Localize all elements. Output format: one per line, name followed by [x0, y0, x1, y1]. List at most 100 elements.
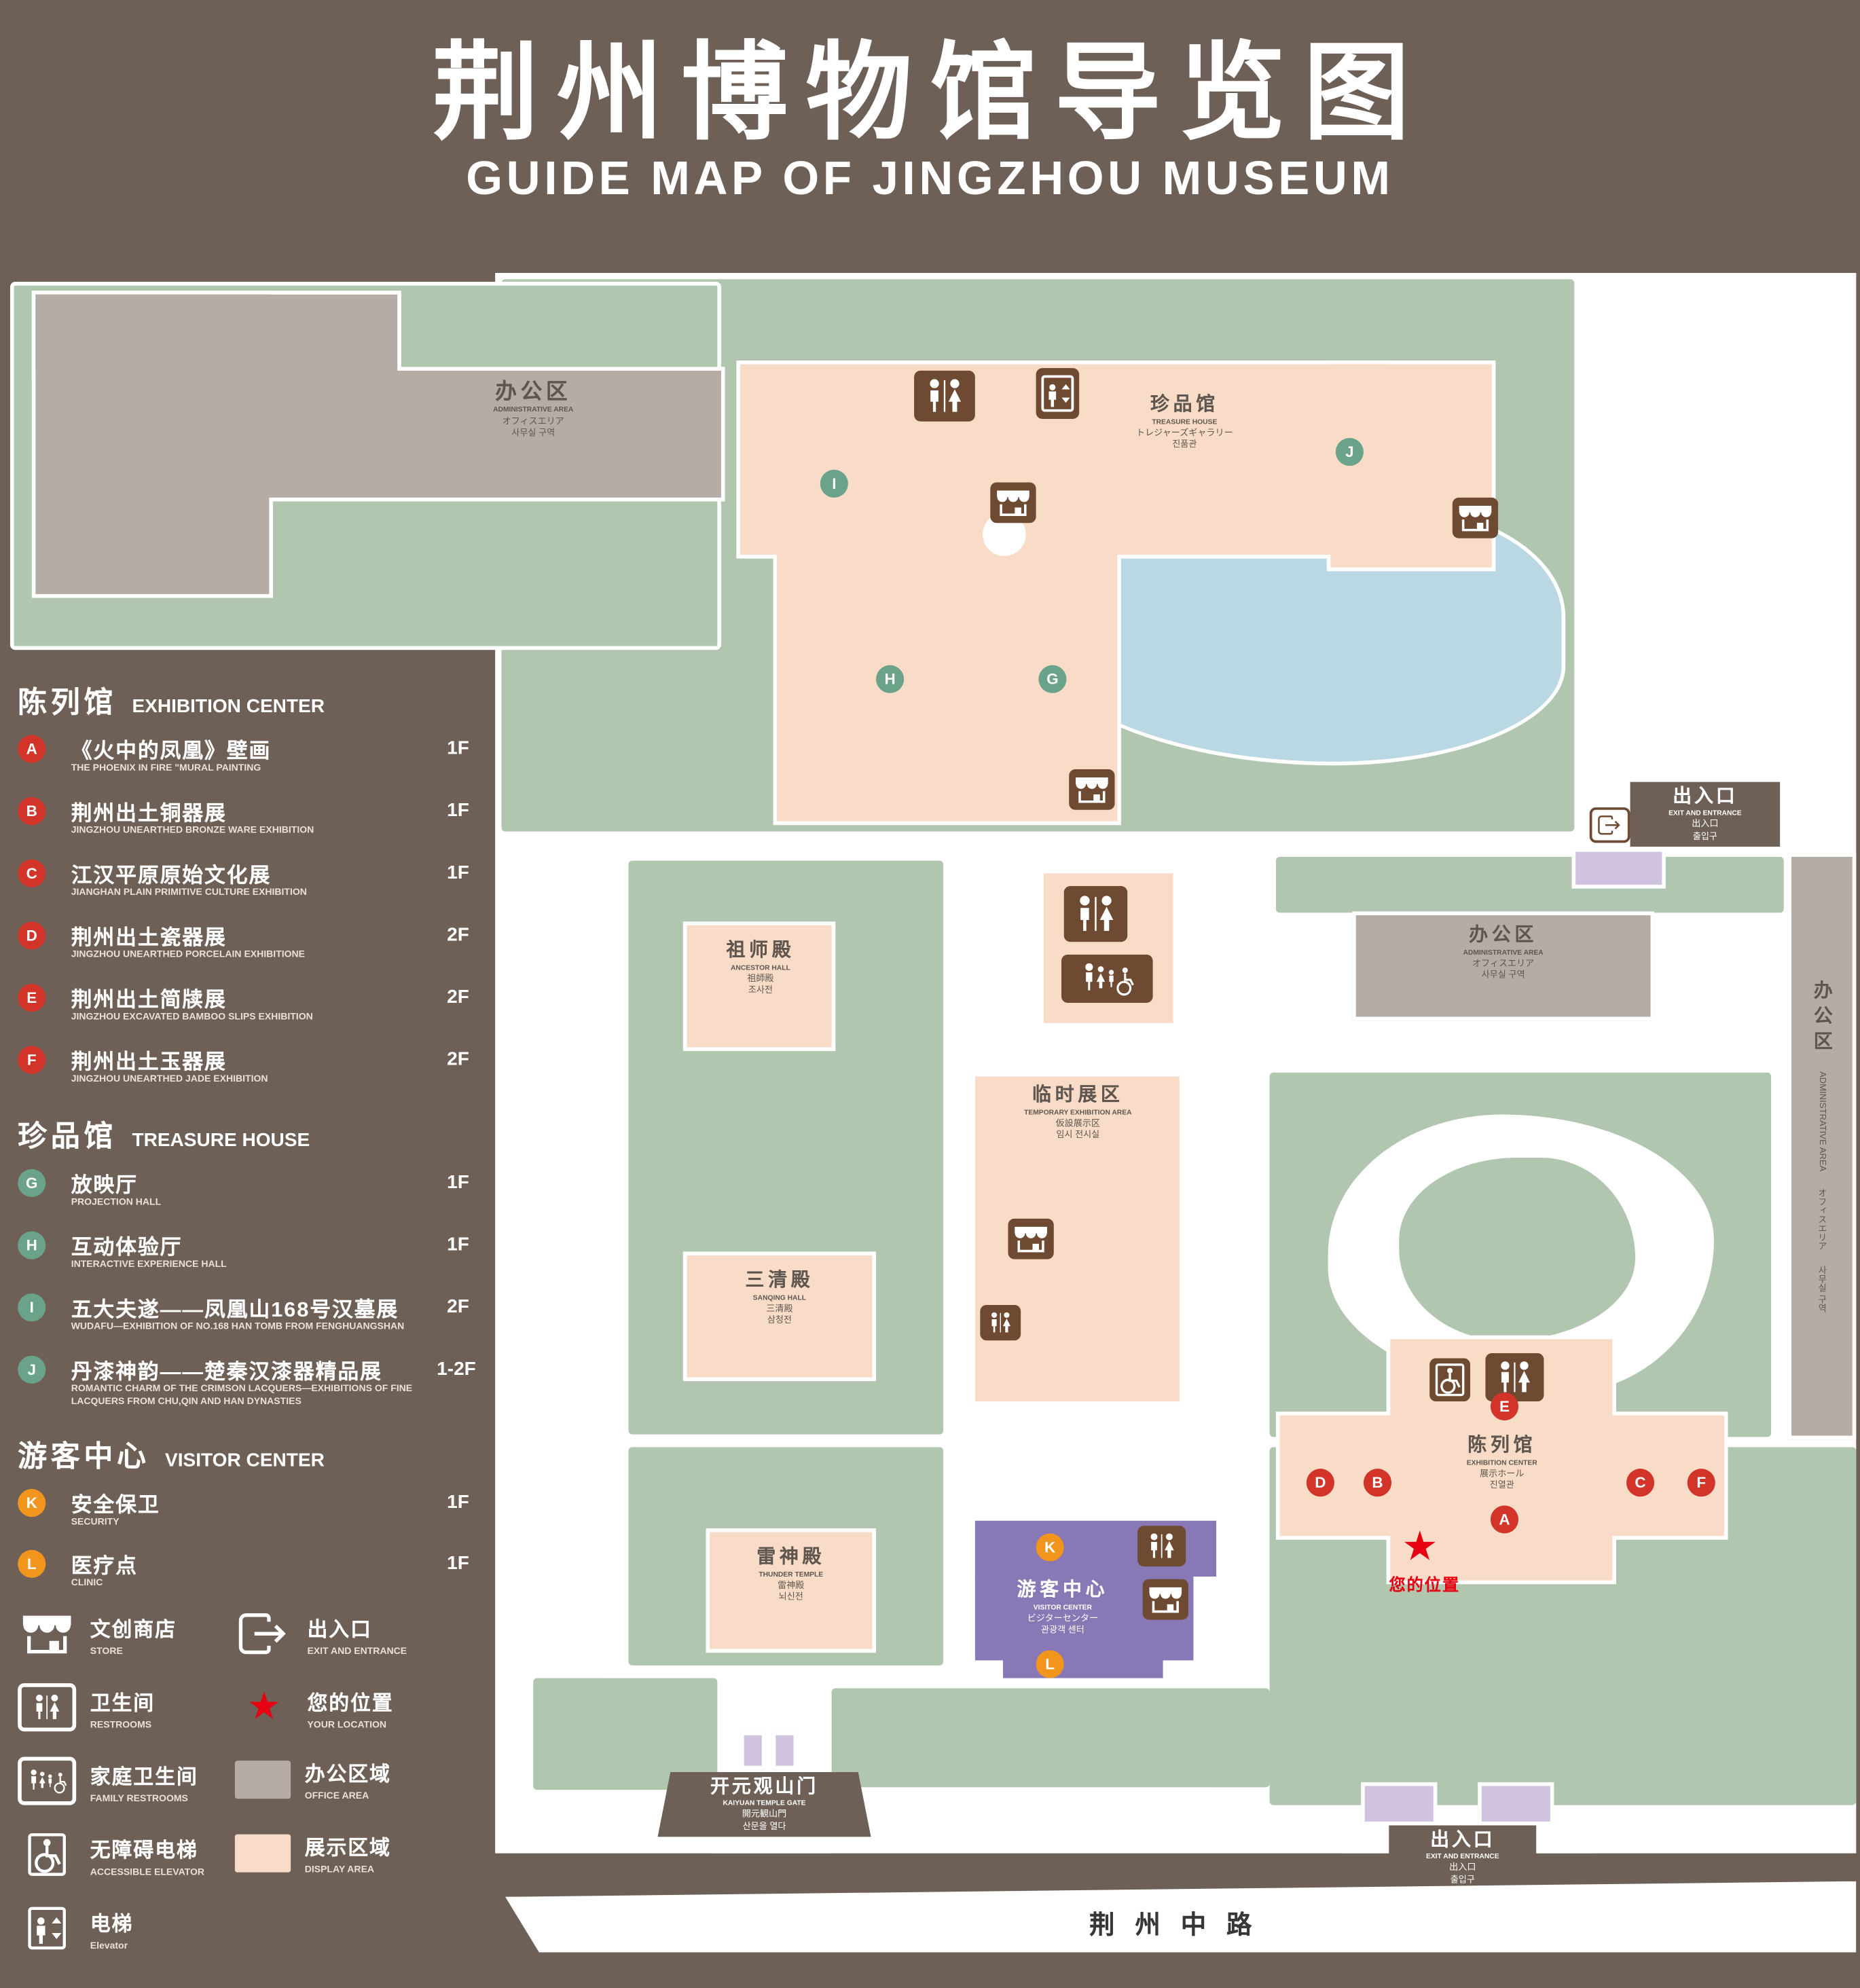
legend-item-E: E 荆州出土简牍展 JINGZHOU EXCAVATED BAMBOO SLIP…	[18, 982, 481, 1041]
map-marker-G: G	[1038, 665, 1067, 693]
map-marker-I: I	[820, 469, 848, 498]
map-marker-L: L	[1036, 1650, 1064, 1678]
road: 荆州中路	[505, 1881, 1857, 1953]
green-strip-above-office	[1275, 856, 1784, 913]
marker-K: K	[18, 1489, 46, 1517]
gate-label: 开元观山门 KAIYUAN TEMPLE GATE 開元観山門 산문을 열다	[657, 1771, 871, 1837]
right-exit-label: 出入口 EXIT AND ENTRANCE 出入口 출입구	[1630, 781, 1781, 847]
marker-L: L	[18, 1549, 46, 1578]
legend-item-D: D 荆州出土瓷器展 JINGZHOU UNEARTHED PORCELAIN E…	[18, 920, 481, 978]
map-marker-K: K	[1036, 1533, 1064, 1562]
legend-item-I: I 五大夫遂——凤凰山168号汉墓展 WUDAFU—EXHIBITION OF …	[18, 1292, 481, 1350]
map-marker-C: C	[1626, 1469, 1655, 1497]
road-label: 荆州中路	[1089, 1911, 1273, 1939]
restrooms-icon	[18, 1683, 77, 1732]
legend-item-A: A 《火中的凤凰》壁画 THE PHOENIX IN FIRE "MURAL P…	[18, 734, 481, 792]
thunder-temple-building	[706, 1528, 877, 1653]
green-strip-south-west	[533, 1678, 718, 1790]
legend-item-J: J 丹漆神韵——楚秦汉漆器精品展 ROMANTIC CHARM OF THE C…	[18, 1355, 481, 1413]
marker-G: G	[18, 1168, 46, 1198]
store-icon	[18, 1610, 76, 1658]
office-right-building: 办公区 ADMINISTRATIVE AREA オフィスエリア 사무실 구역	[1787, 853, 1857, 1440]
green-strip-south-center	[831, 1688, 1270, 1788]
marker-D: D	[18, 921, 46, 950]
map-marker-A: A	[1490, 1505, 1519, 1534]
your-location-star-icon: ★	[247, 1685, 282, 1728]
bottom-exit-label: 出入口 EXIT AND ENTRANCE 出入口 출입구	[1389, 1825, 1537, 1891]
family-restrooms-icon	[18, 1756, 77, 1805]
legend-item-B: B 荆州出土铜器展 JINGZHOU UNEARTHED BRONZE WARE…	[18, 796, 481, 854]
right-exit-gate-building	[1571, 847, 1666, 889]
store-icon	[1452, 497, 1499, 538]
elevator-icon	[18, 1904, 76, 1952]
office-top-left-label: 办公区 ADMINISTRATIVE AREA オフィスエリア 사무실 구역	[493, 380, 574, 438]
restrooms-icon	[1063, 885, 1128, 942]
exhibition-center-label: 陈列馆 EXHIBITION CENTER 展示ホール 진열관	[1466, 1434, 1537, 1491]
thunder-temple-label: 雷神殿 THUNDER TEMPLE 雷神殿 뇌신전	[756, 1546, 826, 1603]
restrooms-icon	[914, 370, 975, 422]
marker-C: C	[18, 859, 46, 887]
office-area-swatch	[234, 1760, 291, 1799]
store-icon	[990, 482, 1036, 523]
office-middle-building	[1352, 911, 1655, 1021]
ancestor-hall-label: 祖师殿 ANCESTOR HALL 祖師殿 조사전	[726, 939, 795, 996]
your-location-label: 您的位置	[1389, 1575, 1461, 1595]
store-icon	[1069, 769, 1115, 810]
office-right-label: 办公区 ADMINISTRATIVE AREA オフィスエリア 사무실 구역	[1810, 980, 1833, 1313]
bottom-exit-gate-building	[1478, 1782, 1554, 1826]
marker-B: B	[18, 797, 46, 826]
ancestor-hall-building	[682, 921, 836, 1052]
marker-H: H	[18, 1231, 46, 1259]
temporary-exhibition-building	[971, 1072, 1184, 1405]
page-title: 荆州博物馆导览图	[432, 33, 1428, 153]
office-middle-label: 办公区 ADMINISTRATIVE AREA オフィスエリア 사무실 구역	[1463, 924, 1544, 981]
legend-item-F: F 荆州出土玉器展 JINGZHOU UNEARTHED JADE EXHIBI…	[18, 1045, 481, 1103]
exit-icon	[235, 1610, 293, 1658]
treasure-house-label: 珍品馆 TREASURE HOUSE トレジャーズギャラリー 진품관	[1135, 393, 1233, 450]
marker-E: E	[18, 983, 46, 1012]
marker-I: I	[18, 1293, 46, 1322]
restrooms-icon	[1137, 1526, 1186, 1567]
display-area-swatch	[234, 1833, 291, 1872]
garden-island	[1399, 1158, 1636, 1341]
visitor-center-building	[1002, 1657, 1163, 1678]
marker-F: F	[18, 1046, 46, 1074]
map-marker-F: F	[1687, 1469, 1715, 1497]
legend-item-H: H 互动体验厅 INTERACTIVE EXPERIENCE HALL 1F	[18, 1230, 481, 1289]
sanqing-hall-building	[682, 1251, 877, 1382]
accessible-elevator-icon	[1429, 1358, 1470, 1402]
page-subtitle: GUIDE MAP OF JINGZHOU MUSEUM	[466, 152, 1394, 205]
map-marker-E: E	[1490, 1392, 1519, 1421]
legend-item-G: G 放映厅 PROJECTION HALL 1F	[18, 1168, 481, 1226]
temporary-exhibition-label: 临时展区 TEMPORARY EXHIBITION AREA 仮設展示区 임시 …	[1024, 1084, 1132, 1141]
legend-item-L: L 医疗点 CLINIC 1F	[18, 1549, 481, 1607]
elevator-icon	[1036, 368, 1080, 419]
exit-icon	[1589, 807, 1630, 843]
gate-pillar	[740, 1731, 766, 1770]
legend-item-C: C 江汉平原原始文化展 JIANGHAN PLAIN PRIMITIVE CUL…	[18, 858, 481, 917]
marker-J: J	[18, 1355, 46, 1384]
bottom-exit-gate-building	[1361, 1782, 1438, 1826]
visitor-center-label: 游客中心 VISITOR CENTER ビジターセンター 관광객 센터	[1017, 1579, 1109, 1636]
map-marker-J: J	[1335, 438, 1364, 466]
restrooms-icon	[1485, 1352, 1544, 1402]
accessible-elevator-icon	[18, 1830, 76, 1879]
gate-pillar	[771, 1731, 798, 1770]
store-icon	[1008, 1218, 1054, 1259]
legend-item-K: K 安全保卫 SECURITY 1F	[18, 1488, 481, 1546]
marker-A: A	[18, 735, 46, 763]
map-marker-D: D	[1306, 1469, 1334, 1497]
your-location-star-icon: ★	[1402, 1523, 1438, 1569]
map-marker-B: B	[1363, 1469, 1392, 1497]
